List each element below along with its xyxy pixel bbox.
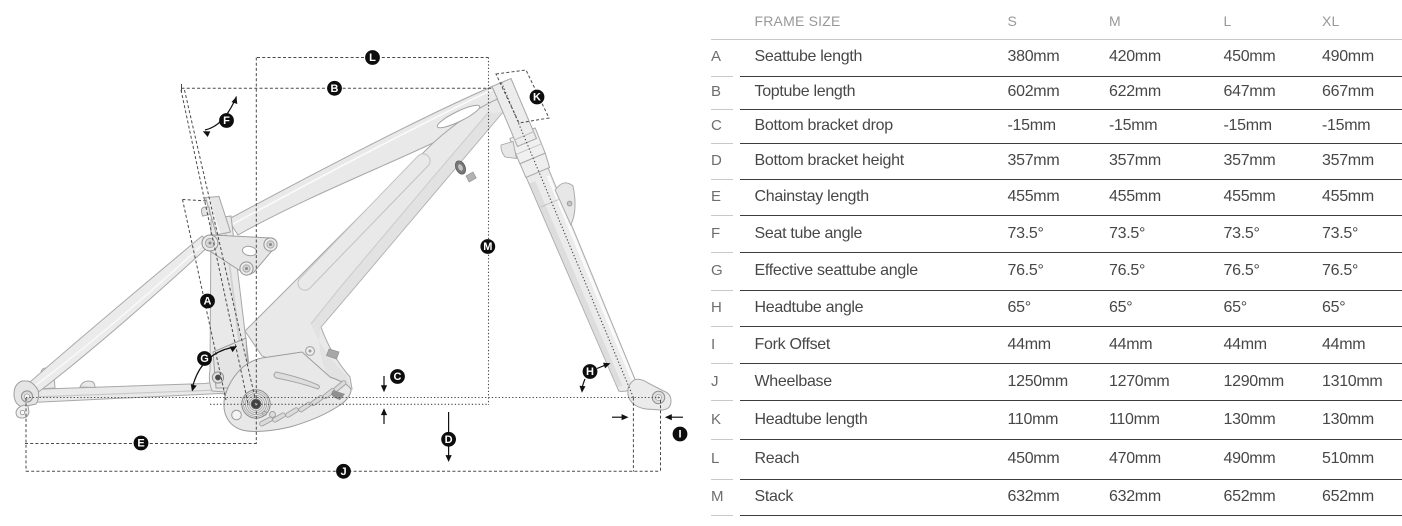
svg-text:M: M xyxy=(483,241,492,253)
svg-text:I: I xyxy=(678,429,681,441)
svg-text:J: J xyxy=(340,466,346,478)
svg-text:K: K xyxy=(533,92,541,104)
svg-text:F: F xyxy=(223,115,230,127)
svg-text:E: E xyxy=(137,438,144,450)
svg-text:B: B xyxy=(331,83,339,95)
svg-text:C: C xyxy=(394,371,402,383)
svg-text:L: L xyxy=(369,52,376,64)
svg-text:H: H xyxy=(586,366,594,378)
svg-text:D: D xyxy=(445,434,453,446)
svg-text:A: A xyxy=(204,296,212,308)
svg-text:G: G xyxy=(200,353,209,365)
